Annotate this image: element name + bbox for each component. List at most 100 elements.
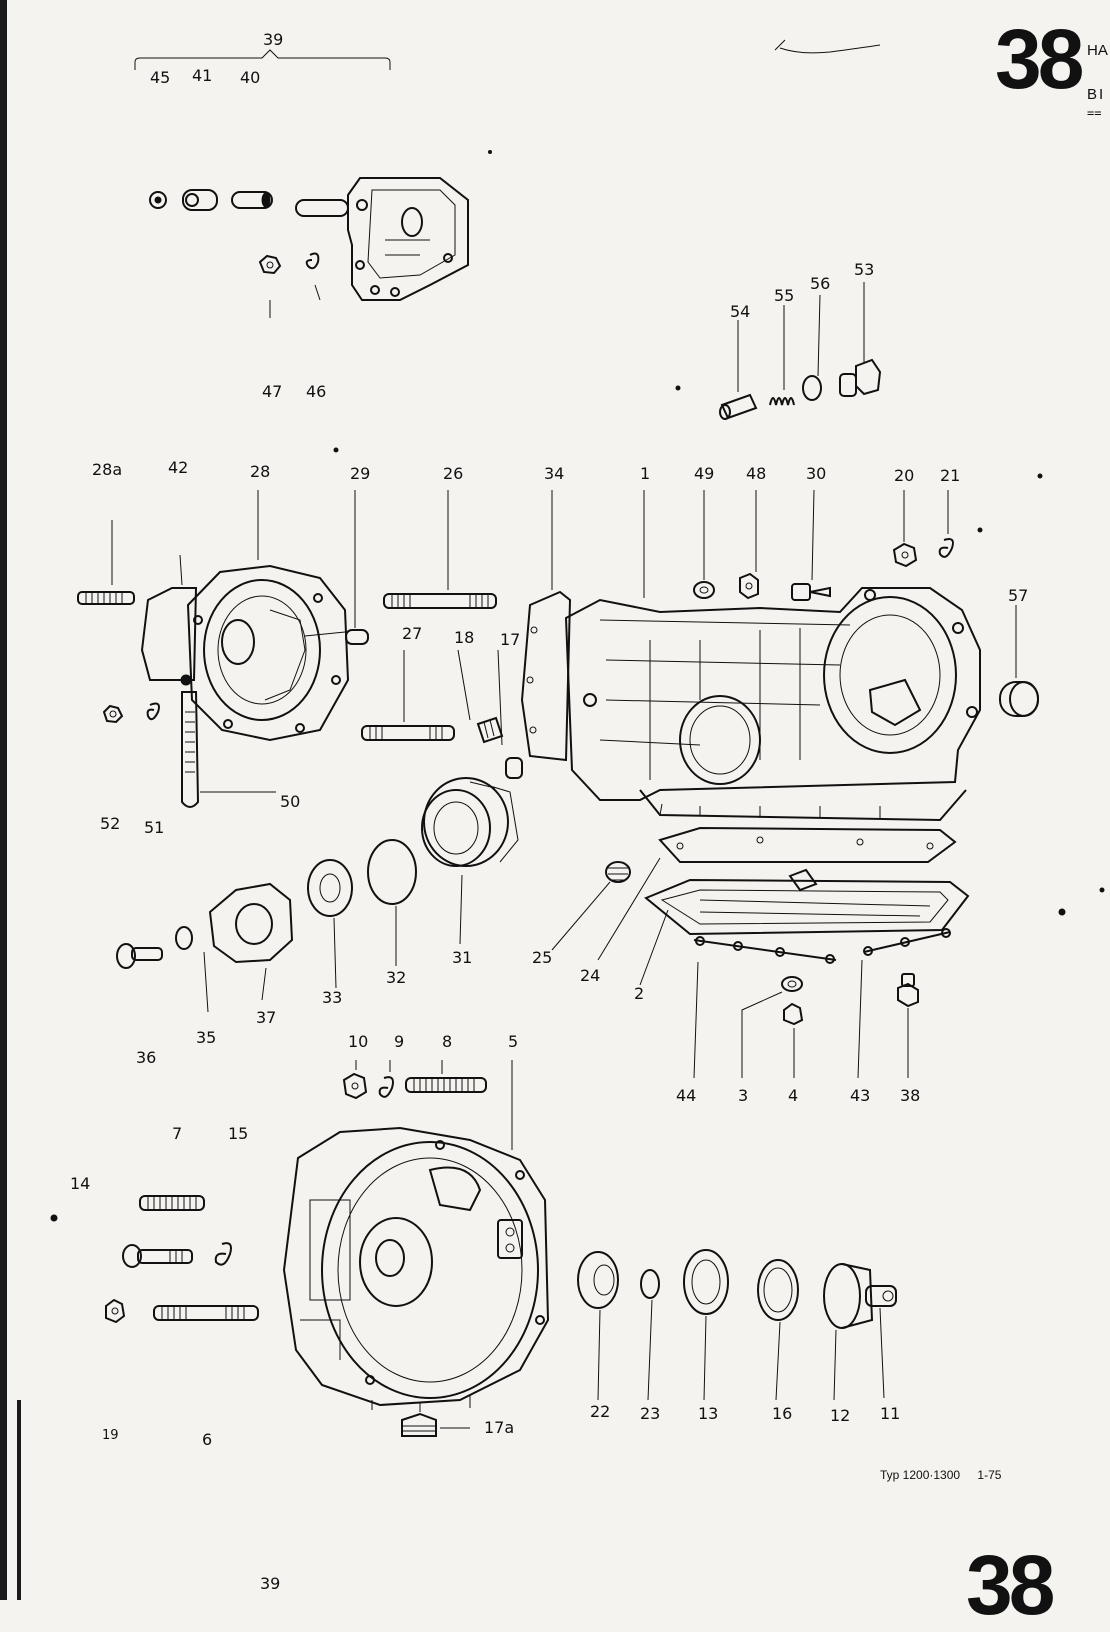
callout-16: 16 [772, 1404, 793, 1423]
callout-56: 56 [810, 274, 831, 293]
part-27-stud [361, 725, 455, 741]
part-2-oil-strainer-plate [644, 868, 970, 936]
callout-34: 34 [544, 464, 565, 483]
callout-37: 37 [256, 1008, 277, 1027]
callout-22: 22 [590, 1402, 611, 1421]
callout-21: 21 [940, 466, 961, 485]
callout-53: 53 [854, 260, 875, 279]
callout-18: 18 [454, 628, 475, 647]
callout-5: 5 [508, 1032, 519, 1051]
callout-9: 9 [394, 1032, 405, 1051]
callout-41: 41 [192, 66, 213, 85]
callout-36: 36 [136, 1048, 157, 1067]
callout-13: 13 [698, 1404, 719, 1423]
callout-4: 4 [788, 1086, 799, 1105]
part-20-nut [892, 542, 918, 568]
part-9-spring-washer [378, 1076, 394, 1098]
next-page-callout-39: 39 [260, 1574, 281, 1593]
callout-29: 29 [350, 464, 371, 483]
part-43-gasket-strip [863, 928, 951, 956]
callout-48: 48 [746, 464, 767, 483]
callout-28a: 28a [92, 460, 123, 479]
part-22-bearing [577, 1251, 619, 1309]
callout-52: 52 [100, 814, 121, 833]
part-28a-stud [77, 591, 135, 605]
callout-2: 2 [634, 984, 645, 1003]
part-18-breather [476, 716, 504, 744]
part-54-relief-plunger [719, 393, 758, 420]
part-36-bolt [116, 943, 163, 969]
part-42-gasket [140, 587, 198, 681]
part-23-circlip [640, 1269, 660, 1299]
callout-27: 27 [402, 624, 423, 643]
callout-12: 12 [830, 1406, 851, 1425]
callout-54: 54 [730, 302, 751, 321]
part-12-main-drive-shaft-end [823, 1263, 874, 1329]
page-number: 38 [995, 12, 1084, 106]
part-17a-insert [401, 1412, 470, 1437]
part-38-drain-plug [897, 973, 919, 1008]
part-26-stud [383, 593, 497, 609]
callout-51: 51 [144, 818, 165, 837]
part-50-strap [181, 691, 276, 808]
part-31-synchro-hub [421, 777, 519, 867]
part-40-pin [231, 191, 273, 209]
callout-40: 40 [240, 68, 261, 87]
part-37-retaining-plate [208, 882, 294, 964]
type-reference: Typ 1200·1300 1-75 [880, 1468, 1001, 1482]
part-24-gasket [658, 826, 957, 863]
callout-57: 57 [1008, 586, 1029, 605]
callout-32: 32 [386, 968, 407, 987]
callout-44: 44 [676, 1086, 697, 1105]
part-34-gasket [520, 590, 572, 762]
part-5-clutch-housing [282, 1126, 550, 1412]
callout-43: 43 [850, 1086, 871, 1105]
part-45-cap-nut [149, 191, 167, 209]
part-51-spring-washer [146, 702, 160, 721]
header-line-3: == [1087, 106, 1102, 120]
callout-30: 30 [806, 464, 827, 483]
part-21-spring-washer [938, 538, 954, 558]
part-6-stud [153, 1305, 259, 1321]
callout-17: 17 [500, 630, 521, 649]
part-16-seal [757, 1259, 799, 1321]
page-binding-edge [0, 0, 7, 1600]
part-35-washer [175, 926, 193, 950]
callout-38: 38 [900, 1086, 921, 1105]
part-48-nut [739, 572, 759, 600]
part-15-bolt [122, 1244, 193, 1268]
part-56-o-ring [802, 375, 822, 401]
callout-55: 55 [774, 286, 795, 305]
part-13-needle-bearing [683, 1249, 729, 1315]
callout-33: 33 [322, 988, 343, 1007]
part-19-nut [105, 1298, 126, 1324]
callout-1: 1 [640, 464, 651, 483]
part-8-stud [405, 1077, 487, 1093]
part-33-bearing [307, 859, 353, 917]
part-10-nut [342, 1072, 368, 1100]
callout-11: 11 [880, 1404, 901, 1423]
part-14-spring-washer [214, 1242, 232, 1266]
callout-19: 19 [102, 1428, 119, 1443]
part-25-strainer [605, 861, 631, 883]
callout-42: 42 [168, 458, 189, 477]
callout-35: 35 [196, 1028, 217, 1047]
next-page-number: 38 [966, 1538, 1055, 1632]
callout-46: 46 [306, 382, 327, 401]
part-30-switch [791, 583, 831, 601]
callout-39: 39 [263, 30, 284, 49]
part-1-transmission-housing [564, 587, 981, 822]
part-11-shaft-spline [865, 1285, 897, 1307]
part-52-nut [102, 704, 124, 724]
part-57-bushing [999, 681, 1039, 717]
group-39-bracket [134, 49, 391, 70]
scan-specks [50, 39, 1105, 1222]
part-3-washer [781, 976, 803, 992]
callout-10: 10 [348, 1032, 369, 1051]
type-label: Typ 1200·1300 [880, 1468, 961, 1482]
callout-20: 20 [894, 466, 915, 485]
part-32-circlip [367, 839, 417, 905]
page-binding-mark [17, 1400, 21, 1600]
